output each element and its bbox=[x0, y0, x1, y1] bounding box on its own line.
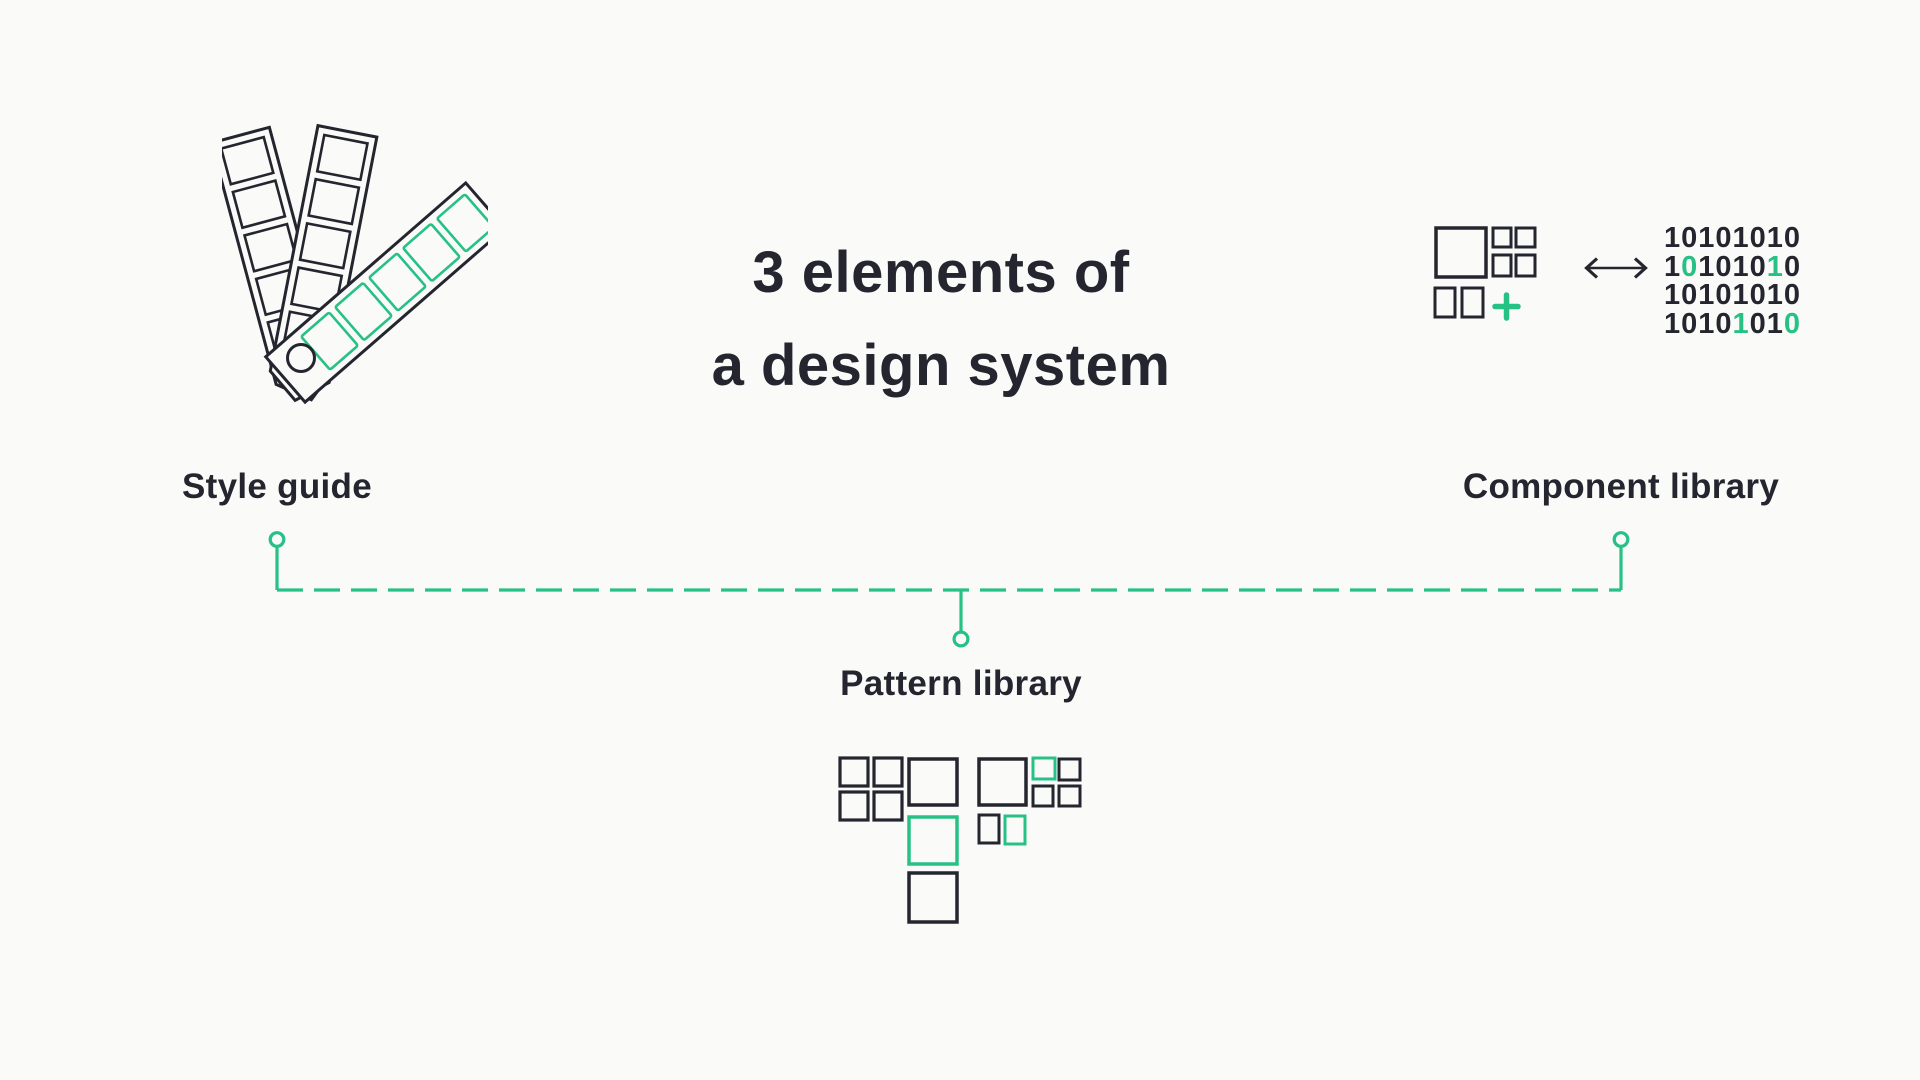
pattern-library-connector-dot bbox=[952, 630, 970, 648]
swatch-strip-front bbox=[263, 180, 488, 405]
title-line-1: 3 elements of bbox=[752, 240, 1130, 305]
title-line-2: a design system bbox=[711, 333, 1171, 398]
pattern-blocks-icon bbox=[838, 756, 1082, 924]
binary-row: 10101010 bbox=[1664, 279, 1802, 311]
plus-icon bbox=[1492, 292, 1521, 321]
style-guide-label: Style guide bbox=[181, 467, 373, 506]
ui-blocks-icon bbox=[1433, 226, 1537, 321]
binary-row: 10101010 bbox=[1664, 307, 1802, 340]
double-headed-arrow-icon bbox=[1584, 257, 1648, 279]
pattern-library-label: Pattern library bbox=[840, 664, 1082, 703]
page-title: 3 elements of a design system bbox=[712, 226, 1171, 412]
binary-row: 10101010 bbox=[1664, 222, 1802, 254]
swatch-fan-icon bbox=[222, 123, 488, 405]
component-library-label: Component library bbox=[1462, 467, 1780, 506]
binary-row: 10101010 bbox=[1664, 250, 1802, 283]
style-guide-connector-dot bbox=[268, 531, 286, 548]
swatch-fan-pivot-hole bbox=[286, 343, 316, 373]
component-library-connector-dot bbox=[1612, 531, 1630, 548]
